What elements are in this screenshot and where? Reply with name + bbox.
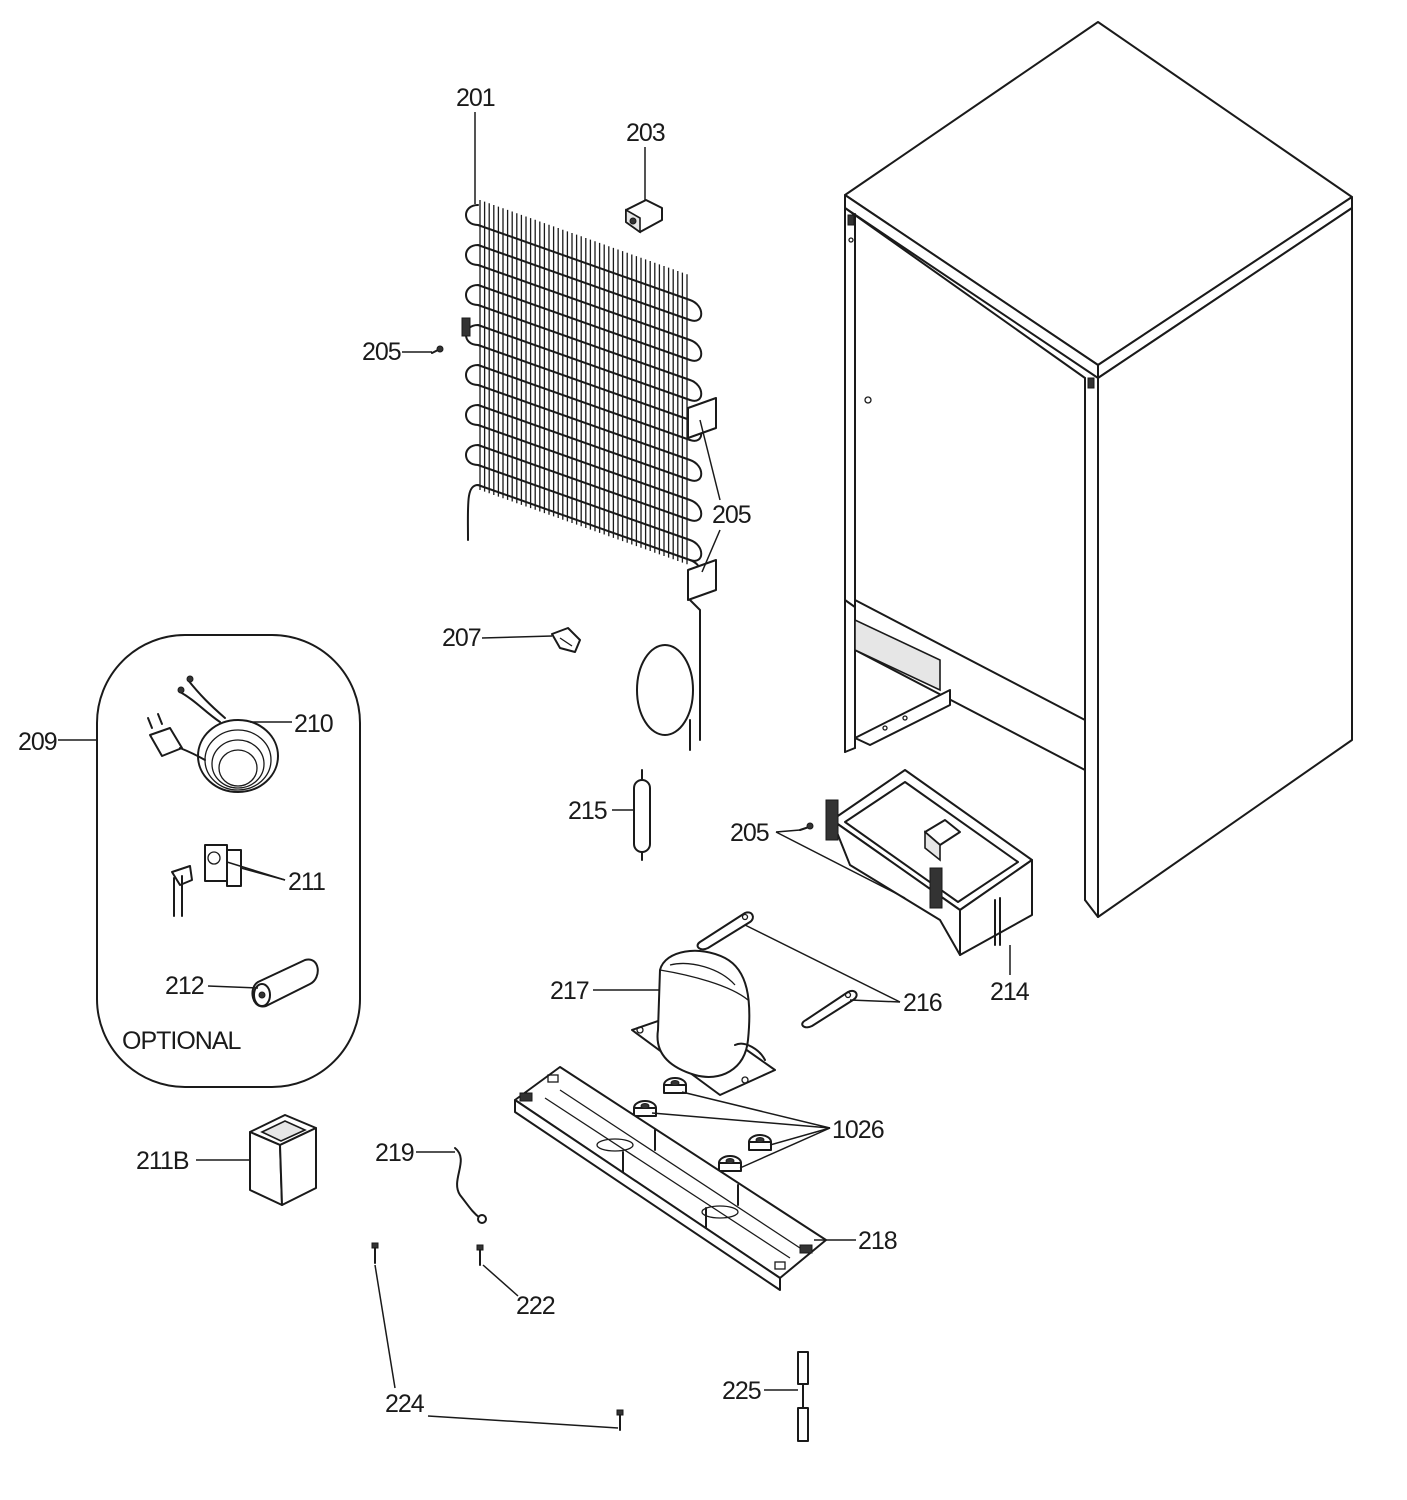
plug-210 [149,727,183,757]
optional-kit-209 [96,634,361,1088]
label-218: 218 [858,1227,897,1255]
base-plate-218 [514,1066,827,1291]
capacitor-212 [251,958,319,1008]
label-222: 222 [516,1292,555,1320]
label-214: 214 [990,978,1030,1006]
mounting-clip-216-lower [801,990,858,1029]
label-225: 225 [722,1377,761,1405]
condenser-bracket-lower [687,559,717,601]
tray-bracket-left [825,799,839,841]
relay-cover-211b [249,1114,317,1206]
grommet-3 [748,1134,772,1151]
clip-207 [551,627,581,653]
relay-cover-side [279,1127,317,1206]
label-205-tray: 205 [730,819,769,847]
label-203: 203 [626,119,665,147]
cabinet-side [1097,207,1353,918]
power-cord-210 [147,675,279,793]
starter-relay-211 [171,844,242,917]
optional-label: OPTIONAL [122,1027,242,1055]
screw-222 [476,1244,484,1266]
compressor-bay-wall [854,618,941,692]
connector-225 [797,1351,809,1442]
label-211: 211 [288,868,325,896]
grommets-1026 [633,1077,772,1172]
label-210: 210 [294,710,333,738]
label-207: 207 [442,624,481,652]
screw-205-tray [799,822,814,831]
relay-cover-front [249,1131,283,1206]
part-labels: 201 203 205 205 207 209 210 211 212 OPTI… [18,84,1031,1418]
capillary-coil [636,644,694,736]
label-219: 219 [375,1139,414,1167]
cabinet [844,21,1353,918]
label-217: 217 [550,977,589,1005]
base-plate-top [514,1066,827,1279]
grommet-4 [718,1155,742,1172]
label-216: 216 [903,989,942,1017]
label-201: 201 [456,84,495,112]
grommet-1 [663,1077,687,1094]
label-211b: 211B [136,1147,189,1175]
filter-drier-215 [633,769,651,861]
tray-bracket-right [929,867,943,909]
base-plate-edge [514,1099,781,1291]
label-205-left: 205 [362,338,401,366]
label-224: 224 [385,1390,425,1418]
label-215: 215 [568,797,607,825]
label-1026: 1026 [832,1116,884,1144]
condenser-bracket-upper [687,397,717,439]
compressor-217 [631,949,776,1096]
label-209: 209 [18,728,57,756]
grommet-2 [633,1100,657,1117]
earth-wire-219 [454,1147,487,1224]
optional-kit-boundary [96,634,361,1088]
condenser-201 [461,200,717,751]
clip-203 [625,199,663,234]
leader-lines [58,112,1011,1429]
condenser-coil [465,204,703,562]
label-212: 212 [165,972,204,1000]
mounting-clip-216-upper [696,911,754,951]
label-205-condenser: 205 [712,501,751,529]
drip-tray-214 [825,769,1033,956]
screw-205-left [431,345,444,354]
screw-224-a [371,1242,379,1264]
compressor-shell [656,949,751,1078]
screw-224-b [616,1409,624,1431]
